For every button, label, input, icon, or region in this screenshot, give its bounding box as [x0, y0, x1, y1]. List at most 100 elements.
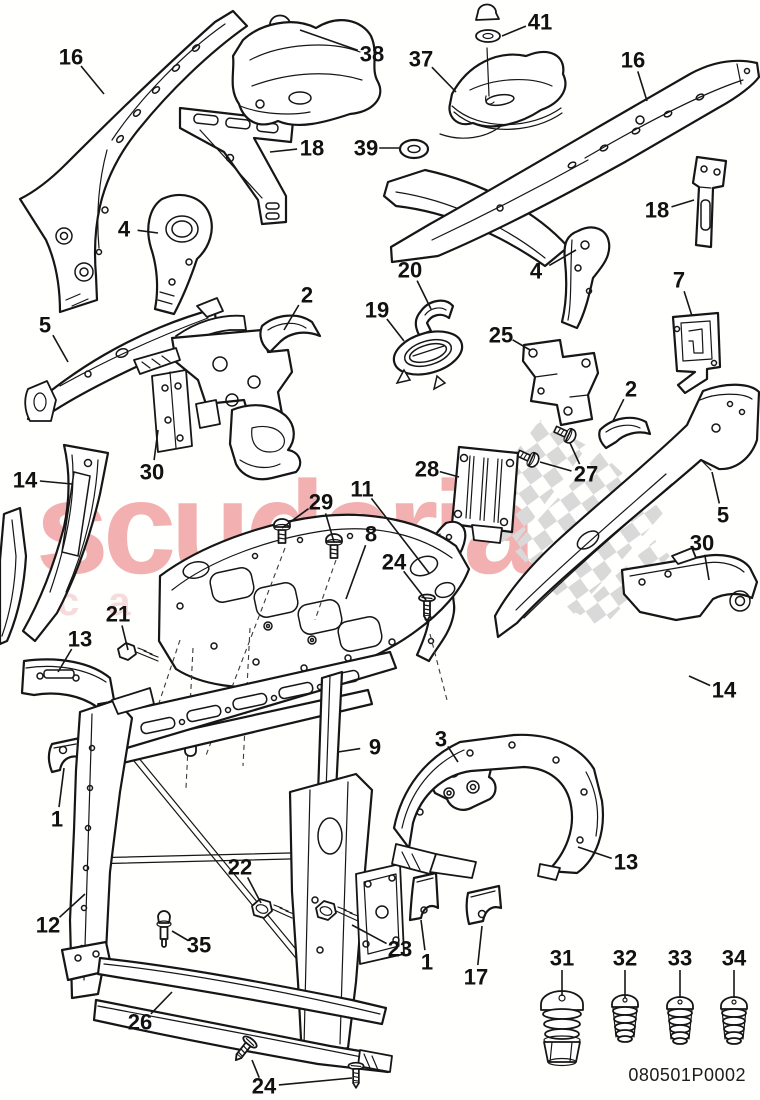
callout-39-6: 39 [354, 136, 378, 161]
leader-lines [39, 25, 735, 1086]
leader-line-11 [370, 497, 430, 574]
leader-line-18 [269, 148, 298, 153]
part-cowl-37 [439, 47, 567, 139]
callout-13-33: 13 [614, 850, 638, 875]
part-18-left-bracket [178, 106, 295, 226]
part-34-buffer [720, 996, 748, 1045]
leader-line-2 [283, 304, 300, 331]
leader-line-23 [351, 924, 387, 945]
callout-24-25: 24 [382, 550, 407, 575]
leader-line-13 [577, 846, 612, 860]
callout-8-23: 8 [365, 522, 377, 547]
part-41-nut-washer [475, 3, 501, 43]
part-22-bolt [251, 898, 295, 919]
part-23-plate [355, 863, 405, 965]
part-25-bracket [521, 338, 600, 427]
leader-line-16 [80, 65, 105, 95]
leader-line-5 [711, 471, 721, 504]
leader-line-8 [345, 544, 367, 600]
leader-line-1 [420, 919, 426, 951]
leader-line-29 [281, 508, 309, 529]
part-air-duct [228, 404, 302, 481]
leader-line-30 [704, 554, 710, 581]
callout-5-22: 5 [717, 503, 729, 528]
leader-line-20 [416, 280, 432, 310]
part-19-grommet [392, 330, 464, 391]
part-1-bottom-clip [408, 871, 440, 922]
leader-line-38 [299, 29, 359, 51]
leader-line-4 [548, 249, 577, 267]
leader-line-35 [171, 930, 189, 942]
leader-line-22 [246, 877, 262, 904]
callout-38-1: 38 [360, 42, 384, 67]
callout-7-10: 7 [673, 268, 685, 293]
part-21-bolt [117, 642, 159, 662]
leader-line-26 [150, 991, 173, 1015]
part-5-right-rail [493, 383, 760, 639]
callout-34-43: 34 [722, 946, 747, 971]
leader-line-9 [337, 747, 361, 753]
callout-2-16: 2 [625, 377, 637, 402]
callout-21-27: 21 [106, 602, 130, 627]
leader-line-25 [512, 339, 531, 351]
part-7-bracket [671, 311, 722, 395]
callout-16-4: 16 [621, 48, 645, 73]
part-13-right-bracket [391, 733, 604, 881]
part-32-buffer [611, 994, 639, 1043]
part-18-right-bracket [691, 155, 728, 249]
callout-26-44: 26 [128, 1010, 152, 1035]
part-20-handle [414, 299, 455, 337]
callout-33-42: 33 [668, 946, 692, 971]
leader-line-21 [121, 625, 129, 651]
leader-line-14 [688, 675, 711, 687]
callout-3-31: 3 [435, 727, 447, 752]
leader-line-27 [569, 442, 581, 465]
leader-line-27 [539, 461, 572, 472]
part-16-left-rail [18, 9, 249, 314]
part-26-crossmember [96, 956, 388, 1026]
callout-37-3: 37 [409, 47, 433, 72]
part-31-bump-stop [540, 990, 584, 1067]
leader-line-14 [39, 480, 73, 485]
construction-dashed-lines [149, 547, 448, 789]
part-5-left-rail [24, 297, 224, 422]
callout-1-38: 1 [421, 950, 433, 975]
callout-35-36: 35 [187, 933, 211, 958]
leader-line-24 [251, 1059, 260, 1079]
callout-24-45: 24 [252, 1074, 277, 1099]
part-30-left-cluster [133, 314, 294, 453]
callout-18-5: 18 [300, 136, 324, 161]
callout-29-21: 29 [309, 490, 333, 515]
leader-line-37 [431, 66, 457, 93]
callout-11-20: 11 [350, 477, 373, 502]
leader-line-29 [324, 513, 335, 543]
diagram-code: 080501P0002 [628, 1065, 746, 1085]
callout-4-9: 4 [530, 259, 543, 284]
callout-25-15: 25 [489, 323, 513, 348]
callout-30-24: 30 [690, 531, 714, 556]
leader-line-5 [52, 334, 69, 363]
callout-23-37: 23 [388, 937, 412, 962]
callout-13-28: 13 [68, 627, 92, 652]
leader-line-7 [683, 291, 693, 317]
leader-line-2 [612, 398, 625, 422]
callout-16-0: 16 [59, 45, 83, 70]
callout-14-29: 14 [712, 678, 737, 703]
leader-line-4 [137, 229, 159, 234]
leader-line-3 [447, 745, 459, 763]
leader-line-24 [278, 1077, 353, 1086]
leader-line-1 [58, 767, 65, 808]
callout-27-18: 27 [574, 462, 598, 487]
leader-line-16 [637, 71, 648, 102]
leader-line-19 [386, 318, 405, 342]
callout-19-13: 19 [365, 298, 389, 323]
part-39-washer [398, 138, 430, 160]
callout-17-39: 17 [464, 965, 488, 990]
part-4-left-pillar [147, 194, 213, 316]
callout-41-2: 41 [528, 10, 552, 35]
part-17-clip [465, 884, 503, 926]
callout-28-17: 28 [415, 457, 439, 482]
